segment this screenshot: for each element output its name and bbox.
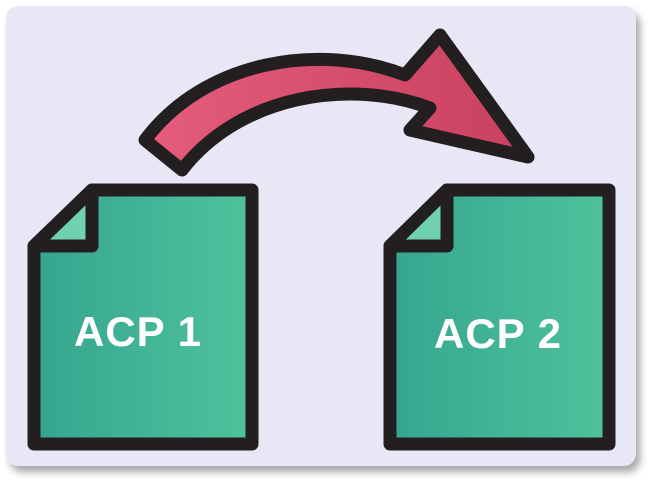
- document-icon: [383, 183, 616, 451]
- curved-arrow-right-icon: [138, 28, 535, 177]
- document-label-acp-1: ACP 1: [74, 308, 202, 355]
- document-label-acp-2: ACP 2: [434, 310, 562, 357]
- document-icon: [27, 183, 259, 451]
